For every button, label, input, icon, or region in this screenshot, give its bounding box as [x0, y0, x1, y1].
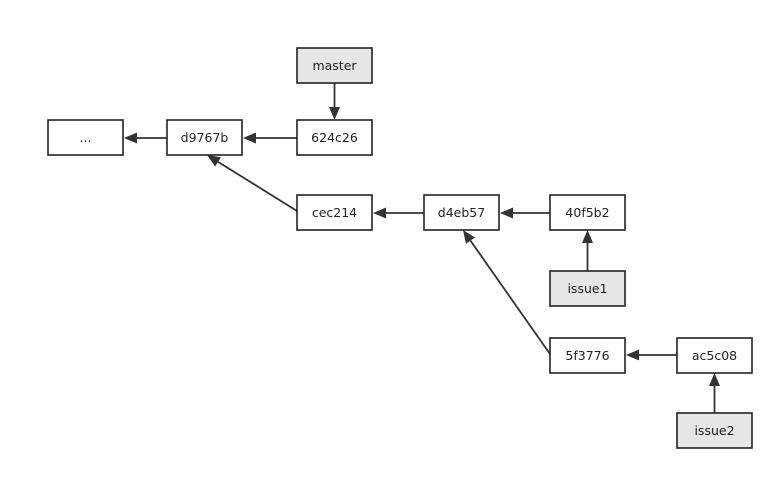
- arrow-head-icon: [207, 155, 221, 167]
- node-box: [296, 119, 373, 156]
- edge-ac5c08-to-5f3776: [626, 349, 677, 361]
- node-box: [676, 337, 753, 374]
- node-label: ...: [80, 130, 92, 145]
- edge-master-to-624c26: [329, 83, 340, 120]
- edge-line: [217, 161, 298, 212]
- commit-node-5f3776: 5f3776: [549, 337, 626, 374]
- edge-5f3776-to-d4eb57: [463, 230, 551, 355]
- node-label: issue2: [694, 423, 734, 438]
- node-box: [296, 194, 373, 231]
- arrow-head-icon: [463, 230, 475, 244]
- commit-node-ac5c08: ac5c08: [676, 337, 753, 374]
- edge-cec214-to-d9767b: [207, 155, 298, 212]
- arrow-head-icon: [500, 207, 513, 219]
- edge-issue2-to-ac5c08: [709, 373, 720, 413]
- arrow-head-icon: [626, 349, 639, 361]
- node-box: [166, 119, 243, 156]
- node-box: [549, 194, 626, 231]
- node-box: [296, 47, 373, 84]
- node-box: [423, 194, 500, 231]
- commit-node-40f5b2: 40f5b2: [549, 194, 626, 231]
- commit-node-ellipsis: ...: [47, 119, 124, 156]
- edges-layer: [124, 83, 720, 413]
- node-label: 624c26: [311, 130, 358, 145]
- arrow-head-icon: [329, 107, 340, 120]
- edge-40f5b2-to-d4eb57: [500, 207, 550, 219]
- node-label: issue1: [567, 281, 607, 296]
- node-label: ac5c08: [692, 348, 737, 363]
- branch-node-issue1: issue1: [549, 270, 626, 307]
- node-label: master: [312, 58, 357, 73]
- commit-node-d9767b: d9767b: [166, 119, 243, 156]
- node-box: [549, 270, 626, 307]
- commit-node-d4eb57: d4eb57: [423, 194, 500, 231]
- edge-issue1-to-40f5b2: [582, 230, 593, 271]
- arrow-head-icon: [709, 373, 720, 386]
- edge-line: [469, 240, 551, 355]
- nodes-layer: ... d9767b 624c26 master cec214 d4eb57 40f5b2 i…: [47, 47, 753, 449]
- arrow-head-icon: [243, 132, 256, 144]
- arrow-head-icon: [582, 230, 593, 243]
- node-label: cec214: [312, 205, 357, 220]
- node-box: [549, 337, 626, 374]
- branch-node-master: master: [296, 47, 373, 84]
- edge-d4eb57-to-cec214: [373, 207, 424, 219]
- commit-node-624c26: 624c26: [296, 119, 373, 156]
- commit-node-cec214: cec214: [296, 194, 373, 231]
- node-label: d9767b: [181, 130, 229, 145]
- edge-d9767b-to-ellipsis: [124, 132, 167, 144]
- arrow-head-icon: [373, 207, 386, 219]
- node-label: 5f3776: [565, 348, 609, 363]
- edge-624c26-to-d9767b: [243, 132, 297, 144]
- node-box: [676, 412, 753, 449]
- node-label: 40f5b2: [565, 205, 609, 220]
- node-box: [47, 119, 124, 156]
- branch-node-issue2: issue2: [676, 412, 753, 449]
- arrow-head-icon: [124, 132, 137, 144]
- node-label: d4eb57: [438, 205, 485, 220]
